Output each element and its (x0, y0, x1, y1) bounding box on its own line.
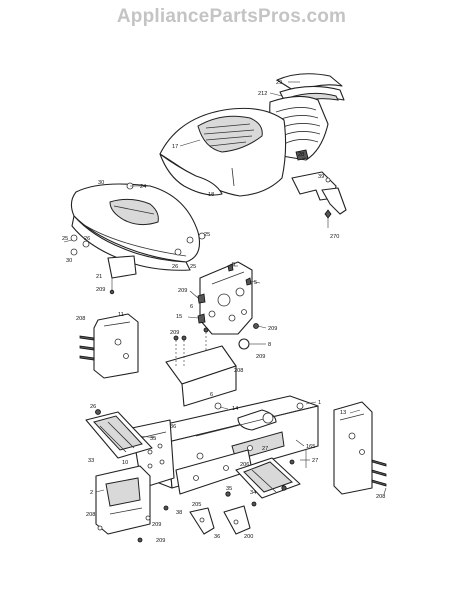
callout-14: 14 (232, 406, 238, 412)
callout-208: 208 (86, 512, 95, 518)
callout-38: 38 (176, 510, 182, 516)
callout-209: 209 (268, 326, 277, 332)
callout-35: 35 (150, 436, 156, 442)
callout-28: 28 (298, 152, 304, 158)
callout-36: 36 (214, 534, 220, 540)
callout-6: 6 (210, 392, 213, 398)
right-side-bracket (333, 401, 387, 495)
callout-21: 21 (96, 274, 102, 280)
callout-208: 208 (376, 494, 385, 500)
callout-8: 8 (268, 342, 271, 348)
callout-35: 35 (226, 486, 232, 492)
callout-27: 27 (312, 458, 318, 464)
watermark: AppliancePartsPros.com (116, 6, 347, 27)
floor-plate (165, 327, 237, 410)
callout-13: 13 (340, 410, 346, 416)
leader-lines (63, 81, 387, 495)
lower-bracket-left (189, 507, 215, 535)
callout-5: 5 (254, 280, 257, 286)
callout-24: 24 (140, 184, 146, 190)
fasteners (95, 409, 307, 543)
callout-26: 26 (84, 236, 90, 242)
callout-25: 25 (62, 236, 68, 242)
callout-2: 2 (90, 490, 93, 496)
callout-209: 209 (178, 288, 187, 294)
callout-18: 18 (208, 192, 214, 198)
callout-labels: 29 212 17 28 18 30 24 39 270 25 26 25 30… (62, 80, 385, 544)
callout-270: 270 (330, 234, 339, 240)
callout-209: 209 (152, 522, 161, 528)
key-switch-parts (197, 293, 259, 350)
lower-bracket-right (223, 505, 251, 535)
callout-29: 29 (276, 80, 282, 86)
callout-10: 10 (122, 460, 128, 466)
callout-208: 208 (76, 316, 85, 322)
callout-17: 17 (172, 144, 178, 150)
callout-209: 209 (256, 354, 265, 360)
callout-26: 26 (172, 264, 178, 270)
callout-206: 206 (240, 462, 249, 468)
callout-6: 6 (190, 304, 193, 310)
callout-212: 212 (258, 91, 267, 97)
callout-30: 30 (66, 258, 72, 264)
callout-200: 200 (244, 534, 253, 540)
callout-209: 209 (170, 330, 179, 336)
hood-bracket (291, 171, 347, 228)
callout-15: 15 (176, 314, 182, 320)
callout-11: 11 (118, 312, 124, 318)
callout-36: 36 (170, 424, 176, 430)
seat (70, 183, 201, 271)
callout-209: 209 (96, 287, 105, 293)
callout-5: 5 (232, 262, 235, 268)
callout-25: 25 (190, 264, 196, 270)
callout-25: 25 (204, 232, 210, 238)
callout-34: 34 (250, 490, 256, 496)
hood (159, 107, 287, 197)
rear-panel (95, 465, 151, 535)
seat-hardware (70, 182, 206, 295)
callout-208: 208 (234, 368, 243, 374)
callout-30: 30 (98, 180, 104, 186)
callout-27: 27 (262, 446, 268, 452)
dash-panel (199, 261, 253, 335)
left-side-bracket (79, 313, 139, 379)
callout-26: 26 (90, 404, 96, 410)
left-footrest (85, 411, 153, 459)
callout-205: 205 (192, 502, 201, 508)
callout-39: 39 (318, 174, 324, 180)
callout-33: 33 (88, 458, 94, 464)
callout-209: 209 (156, 538, 165, 544)
callout-165: 165 (306, 444, 315, 450)
callout-1: 1 (318, 400, 321, 406)
